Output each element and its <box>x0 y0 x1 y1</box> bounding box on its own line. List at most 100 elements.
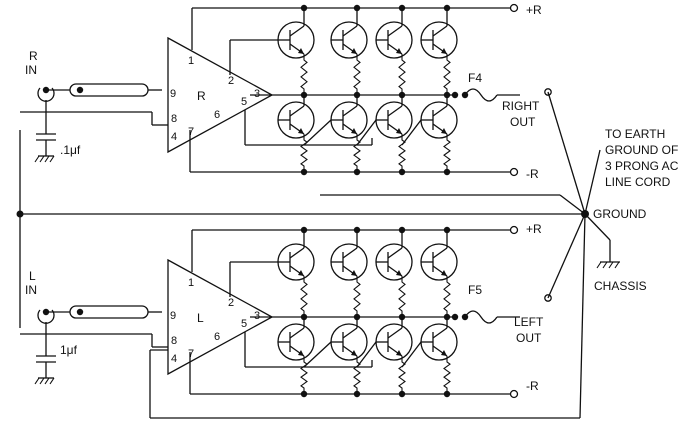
pin-5: 5 <box>241 318 247 330</box>
transistor-arrow <box>298 128 304 134</box>
pin-3: 3 <box>254 310 260 322</box>
ground-hatch <box>49 155 55 163</box>
emitter-resistor <box>443 356 451 394</box>
transistor-arrow <box>396 128 402 134</box>
emitter-resistor <box>443 134 451 172</box>
emitter-resistor <box>353 276 361 317</box>
rail-junction <box>398 390 406 398</box>
ground-hatch <box>34 155 40 163</box>
emitter-resistor <box>300 134 308 172</box>
rail-junction <box>398 226 406 234</box>
transistor-upper <box>375 21 413 59</box>
emitter-resistor <box>443 54 451 95</box>
transistor-collector <box>432 247 448 259</box>
chassis-label: CHASSIS <box>594 279 647 293</box>
transistor-lower <box>330 323 368 361</box>
transistor-lower <box>420 323 458 361</box>
right-input-label-1: R <box>29 49 38 63</box>
transistor-arrow <box>351 128 357 134</box>
transistor-lower <box>277 101 315 139</box>
left-out-label-1: LEFT <box>514 315 544 329</box>
transistor-lower <box>375 101 413 139</box>
ground-symbol <box>34 155 55 163</box>
transistor-collector <box>342 105 358 117</box>
transistor-arrow <box>351 48 357 54</box>
transistor-arrow <box>298 270 304 276</box>
neg-rail-terminal <box>509 167 519 177</box>
transistor-collector <box>342 327 358 339</box>
fuse-f5-label: F5 <box>468 283 482 297</box>
ground-hatch <box>44 377 50 385</box>
rail-junction <box>443 390 451 398</box>
pos-rail-terminal <box>509 3 519 13</box>
transistor-collector <box>289 247 305 259</box>
right-pos-rail-label: +R <box>526 3 542 17</box>
pin-8: 8 <box>171 335 177 347</box>
pin-5: 5 <box>241 96 247 108</box>
transistor-collector <box>432 105 448 117</box>
right-input-label-2: IN <box>25 63 37 77</box>
ground-hatch <box>44 155 50 163</box>
transistor-upper <box>330 243 368 281</box>
emitter-resistor <box>353 134 361 172</box>
fuse <box>464 88 498 102</box>
earth-note-line1: TO EARTH <box>605 127 665 141</box>
earth-note-line3: 3 PRONG AC <box>605 159 679 173</box>
left-input-label-2: IN <box>25 283 37 297</box>
transistor-upper <box>420 243 458 281</box>
transistor-collector <box>387 105 403 117</box>
transistor-collector <box>289 25 305 37</box>
rail-junction <box>443 226 451 234</box>
transistor-upper <box>420 21 458 59</box>
right-out-label-1: RIGHT <box>502 99 540 113</box>
emitter-resistor <box>443 276 451 317</box>
transistor-collector <box>387 327 403 339</box>
rail-junction <box>398 4 406 12</box>
pin-9: 9 <box>170 310 176 322</box>
pin-7: 7 <box>188 348 194 360</box>
transistor-collector <box>387 247 403 259</box>
rail-junction <box>300 4 308 12</box>
emitter-resistor <box>398 276 406 317</box>
transistor-arrow <box>351 270 357 276</box>
transistor-upper <box>277 21 315 59</box>
left-neg-rail-label: -R <box>526 379 539 393</box>
pin-6: 6 <box>214 331 220 343</box>
right-out-label-2: OUT <box>510 115 536 129</box>
neg-rail-terminal <box>509 389 519 399</box>
fuse-junction <box>451 91 459 99</box>
transistor-collector <box>387 25 403 37</box>
ground-bus <box>16 91 620 419</box>
base-link <box>303 341 332 368</box>
transistor-arrow <box>396 350 402 356</box>
pin-4: 4 <box>171 353 177 365</box>
emitter-resistor <box>353 54 361 95</box>
transistor-collector <box>432 25 448 37</box>
transistor-arrow <box>396 48 402 54</box>
rail-junction <box>398 168 406 176</box>
pin-6: 6 <box>214 109 220 121</box>
pos-rail-terminal <box>509 225 519 235</box>
left-pos-rail-label: +R <box>526 222 542 236</box>
left-input-label-1: L <box>29 269 36 283</box>
rail-junction <box>443 4 451 12</box>
op-amp <box>167 36 274 154</box>
emitter-resistor <box>300 54 308 95</box>
base-link <box>401 341 422 368</box>
pin-8: 8 <box>171 113 177 125</box>
pin-2: 2 <box>228 75 234 87</box>
ground-hatch <box>34 377 40 385</box>
left-capacitor-label: 1μf <box>60 343 78 357</box>
fuse <box>464 310 498 324</box>
op-amp <box>167 258 274 376</box>
transistor-collector <box>432 327 448 339</box>
rail-junction <box>353 4 361 12</box>
base-link <box>356 119 377 146</box>
fuse-junction <box>451 313 459 321</box>
pin-1: 1 <box>188 277 194 289</box>
rail-junction <box>300 168 308 176</box>
